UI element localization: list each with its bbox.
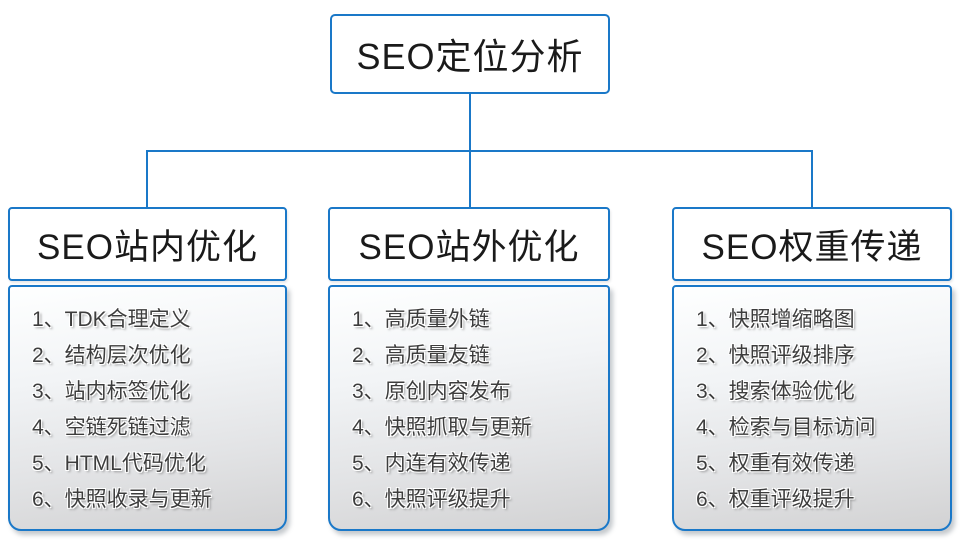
list-item: 2、快照评级排序: [696, 344, 855, 367]
branch-onsite-header: SEO站内优化: [8, 207, 287, 281]
root-node: SEO定位分析: [330, 14, 610, 94]
connector-drop-middle: [469, 150, 471, 209]
connector-drop-left: [146, 150, 148, 209]
list-item: 3、搜索体验优化: [696, 380, 855, 403]
list-item: 6、快照评级提升: [352, 488, 511, 511]
branch-onsite-title: SEO站内优化: [37, 227, 258, 267]
list-item: 6、快照收录与更新: [32, 488, 212, 511]
connector-root-drop: [469, 94, 471, 152]
list-item: 4、检索与目标访问: [696, 416, 876, 439]
offsite-items: 1、高质量外链 2、高质量友链 3、原创内容发布 4、快照抓取与更新 5、内连有…: [330, 287, 608, 518]
list-item: 2、高质量友链: [352, 344, 490, 367]
onsite-items: 1、TDK合理定义 2、结构层次优化 3、站内标签优化 4、空链死链过滤 5、H…: [10, 287, 285, 518]
list-item: 3、站内标签优化: [32, 380, 191, 403]
list-item: 5、权重有效传递: [696, 452, 855, 475]
branch-offsite-list: 1、高质量外链 2、高质量友链 3、原创内容发布 4、快照抓取与更新 5、内连有…: [328, 285, 610, 531]
weight-items: 1、快照增缩略图 2、快照评级排序 3、搜索体验优化 4、检索与目标访问 5、权…: [674, 287, 950, 518]
list-item: 5、内连有效传递: [352, 452, 511, 475]
connector-drop-right: [811, 150, 813, 209]
branch-onsite-list: 1、TDK合理定义 2、结构层次优化 3、站内标签优化 4、空链死链过滤 5、H…: [8, 285, 287, 531]
branch-weight-header: SEO权重传递: [672, 207, 952, 281]
branch-weight-list: 1、快照增缩略图 2、快照评级排序 3、搜索体验优化 4、检索与目标访问 5、权…: [672, 285, 952, 531]
list-item: 3、原创内容发布: [352, 380, 511, 403]
list-item: 1、快照增缩略图: [696, 308, 855, 331]
root-node-label: SEO定位分析: [356, 36, 584, 77]
list-item: 2、结构层次优化: [32, 344, 191, 367]
branch-offsite-title: SEO站外优化: [358, 227, 580, 267]
list-item: 1、TDK合理定义: [32, 308, 191, 331]
list-item: 1、高质量外链: [352, 308, 490, 331]
branch-offsite-header: SEO站外优化: [328, 207, 610, 281]
list-item: 5、HTML代码优化: [32, 452, 206, 475]
list-item: 6、权重评级提升: [696, 488, 855, 511]
connector-horizontal: [146, 150, 813, 152]
branch-weight-title: SEO权重传递: [701, 227, 923, 267]
list-item: 4、空链死链过滤: [32, 416, 191, 439]
list-item: 4、快照抓取与更新: [352, 416, 532, 439]
